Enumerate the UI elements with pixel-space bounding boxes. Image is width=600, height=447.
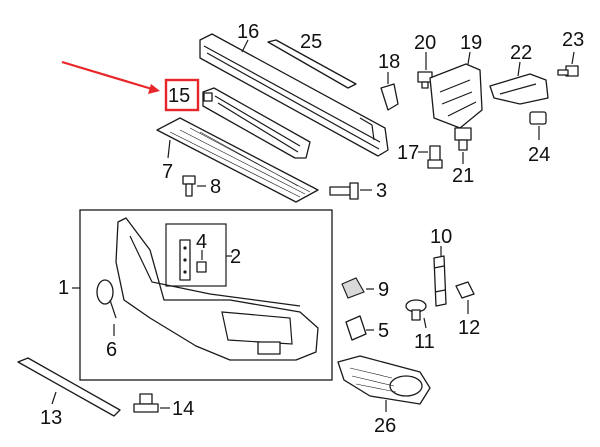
part-18-clip: [380, 83, 399, 111]
bumper-cover-box: [79, 209, 333, 381]
label-11: 11: [414, 331, 435, 353]
label-14: 14: [172, 398, 194, 420]
label-16: 16: [237, 21, 259, 43]
label-23: 23: [562, 29, 584, 51]
label-1: 1: [58, 277, 69, 299]
label-25: 25: [300, 31, 322, 53]
label-10: 10: [430, 226, 452, 248]
leader-22: [517, 61, 521, 77]
part-21-bolt: [454, 127, 472, 151]
label-26: 26: [374, 415, 396, 437]
leader-23: [571, 51, 575, 65]
leader-7: [167, 139, 171, 159]
callout-box: [164, 78, 200, 112]
label-24: 24: [528, 144, 550, 166]
label-5: 5: [378, 320, 389, 342]
part-14-bolt: [133, 393, 159, 413]
part-11-fastener: [405, 299, 427, 321]
label-12: 12: [458, 317, 480, 339]
label-7: 7: [162, 161, 173, 183]
part-16-impact-bar: [199, 33, 389, 157]
part-5-clip: [345, 315, 367, 341]
part-24-nut: [529, 111, 547, 125]
label-21: 21: [452, 165, 474, 187]
label-9: 9: [378, 279, 389, 301]
label-4: 4: [196, 231, 207, 253]
label-13: 13: [40, 407, 62, 429]
part-19-bracket: [429, 63, 483, 129]
label-17: 17: [397, 142, 419, 164]
part-22-bracket: [489, 73, 549, 105]
part-13-molding: [17, 357, 121, 417]
label-19: 19: [460, 32, 482, 54]
label-8: 8: [210, 176, 221, 198]
leader-13: [51, 391, 57, 405]
part-23-bolt: [557, 65, 579, 77]
label-6: 6: [106, 339, 117, 361]
label-18: 18: [378, 51, 400, 73]
label-2: 2: [230, 246, 241, 268]
part-17-bolt: [427, 145, 443, 169]
part-26-grille: [337, 355, 431, 405]
label-3: 3: [376, 180, 387, 202]
part-7-deflector: [156, 117, 319, 203]
part-8-bolt: [182, 175, 196, 197]
leader-11: [423, 317, 427, 329]
part-15-absorber: [202, 87, 311, 159]
part-25-strip: [267, 39, 357, 89]
part-9-clip: [341, 277, 365, 299]
leader-16: [241, 39, 249, 53]
part-1-bumper-cover: [115, 217, 319, 361]
part-12-clip: [455, 281, 475, 299]
callout-arrow: [61, 60, 160, 94]
leader-19: [467, 51, 471, 65]
label-15[interactable]: 15: [168, 85, 190, 107]
part-4-bracket: [179, 239, 207, 281]
label-20: 20: [414, 32, 436, 54]
part-3-bolt: [329, 182, 359, 200]
part-10-bracket: [433, 255, 447, 307]
bracket-2-box: [165, 223, 227, 287]
part-6-cap: [96, 279, 117, 319]
label-22: 22: [510, 42, 532, 64]
